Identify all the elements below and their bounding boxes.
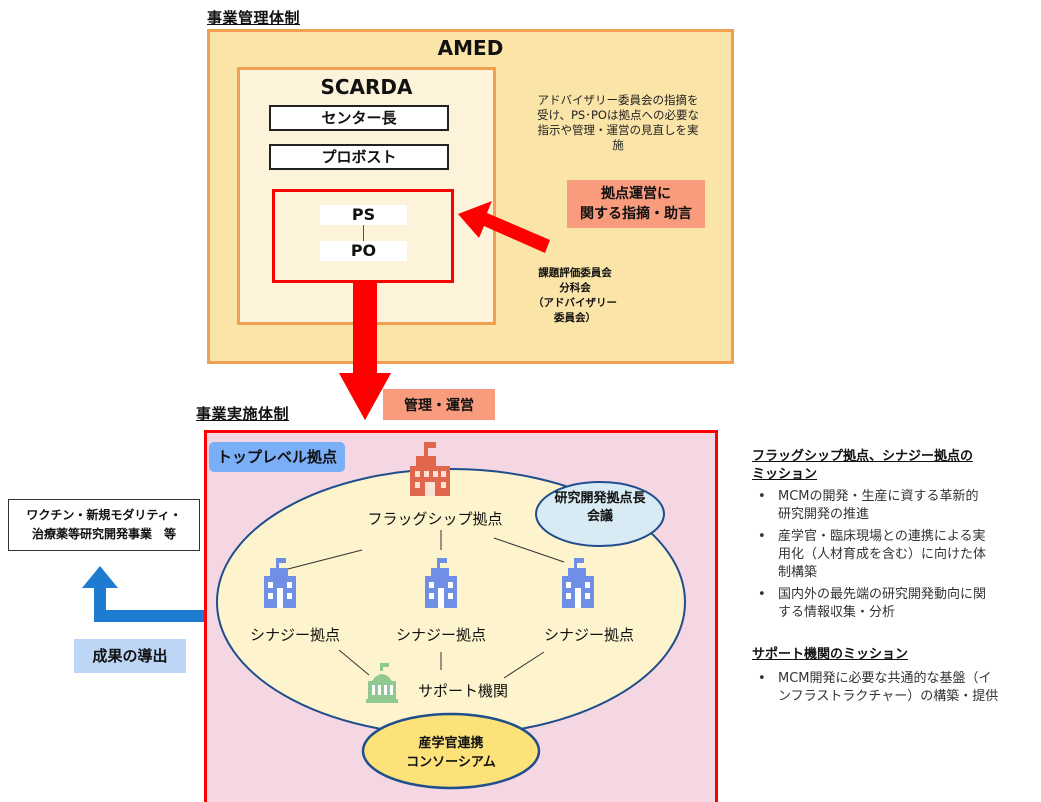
consortium-label: 産学官連携 コンソーシアム: [363, 734, 539, 772]
flagship-mission-heading: フラッグシップ拠点、シナジー拠点の ミッション: [752, 448, 1037, 484]
committee-line4: 委員会）: [554, 312, 596, 324]
council-line2: 会議: [586, 509, 613, 524]
synergy-building-icon-2: [425, 558, 457, 608]
bullet-dot: •: [758, 489, 766, 504]
consortium-line1: 産学官連携: [418, 736, 484, 751]
result-arrow: [94, 585, 205, 622]
flagship-label: フラッグシップ拠点: [367, 510, 503, 528]
advice-tag-line2: 関する指摘・助言: [580, 206, 692, 222]
advice-arrow-overlay: [458, 201, 550, 253]
toplevel-tag: トップレベル拠点: [209, 442, 345, 472]
flagship-building-icon: [410, 442, 450, 496]
center-head-box: センター長: [269, 105, 449, 131]
network-svg: [216, 442, 686, 790]
flagship-mission-heading-line1: フラッグシップ拠点、シナジー拠点の: [752, 449, 974, 464]
council-ellipse: [535, 481, 665, 547]
support-building-icon: [366, 663, 398, 703]
amed-title: AMED: [437, 36, 504, 60]
advice-tag-line1: 拠点運営に: [601, 186, 671, 202]
external-project-box: ワクチン・新規モダリティ・ 治療薬等研究開発事業 等: [8, 499, 200, 551]
bullet-dot: •: [758, 587, 766, 602]
manage-tag: 管理・運営: [383, 389, 495, 420]
synergy-label-3: シナジー拠点: [543, 626, 634, 644]
flagship-mission-item-1: • MCMの開発・生産に資する革新的 研究開発の推進: [758, 489, 979, 522]
scarda-title: SCARDA: [320, 75, 413, 99]
flagship-mission-heading-line2: ミッション: [752, 467, 818, 482]
flagship-mission-item-2: • 産学官・臨床現場との連携による実 用化（人材育成を含む）に向けた体 制構築: [758, 529, 987, 580]
flagship-mission-item-3: • 国内外の最先端の研究開発動向に関 する情報収集・分析: [758, 587, 987, 620]
provost-box: プロボスト: [269, 144, 449, 170]
council-label: 研究開発拠点長 会議: [536, 490, 664, 526]
callout-text: アドバイザリー委員会の指摘を受け、PS･POは拠点への必要な指示や管理・運営の見…: [537, 93, 699, 152]
implementation-section-title: 事業実施体制: [196, 405, 290, 423]
ps-po-box: [272, 189, 454, 283]
committee-line3: （アドバイザリー: [533, 297, 617, 309]
missions-panel: フラッグシップ拠点、シナジー拠点の ミッション • MCMの開発・生産に資する革…: [752, 448, 1037, 706]
synergy-building-icon-3: [562, 558, 594, 608]
result-tag: 成果の導出: [74, 639, 186, 673]
consortium-line2: コンソーシアム: [406, 755, 496, 770]
external-line2: 治療薬等研究開発事業 等: [31, 527, 176, 541]
advice-tag: 拠点運営に 関する指摘・助言: [567, 180, 705, 228]
ps-po-connector: [363, 225, 364, 241]
bullet-dot: •: [758, 529, 766, 544]
management-down-arrow-overlay: [339, 283, 391, 420]
ps-label: PS: [320, 205, 407, 225]
po-label: PO: [320, 241, 407, 261]
support-mission-item-1: • MCM開発に必要な共通的な基盤（イ ンフラストラクチャー）の構築・提供: [758, 671, 999, 704]
bullet-dot: •: [758, 671, 766, 686]
synergy-label-2: シナジー拠点: [395, 626, 486, 644]
council-line1: 研究開発拠点長: [554, 491, 646, 506]
support-mission-heading: サポート機関のミッション: [752, 647, 909, 662]
committee-label: 課題評価委員会 分科会 （アドバイザリー 委員会）: [520, 266, 630, 326]
management-section-title: 事業管理体制: [207, 9, 301, 27]
committee-line2: 分科会: [559, 282, 591, 294]
support-label: サポート機関: [418, 682, 509, 700]
synergy-label-1: シナジー拠点: [249, 626, 340, 644]
external-line1: ワクチン・新規モダリティ・: [26, 508, 182, 522]
committee-line1: 課題評価委員会: [538, 267, 612, 279]
consortium-ellipse: [361, 712, 541, 790]
synergy-building-icon-1: [264, 558, 296, 608]
